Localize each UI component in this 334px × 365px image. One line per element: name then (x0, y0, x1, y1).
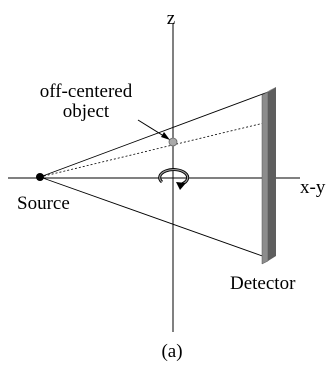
ray-top (39, 91, 269, 178)
object-pointer-line (137, 119, 168, 139)
off-centered-object (168, 137, 178, 147)
figure-caption: (a) (161, 341, 182, 362)
rotation-arrow-icon (158, 168, 190, 190)
detector-label: Detector (230, 273, 296, 294)
ray-bottom (39, 176, 269, 259)
object-pointer-arrowhead (161, 132, 170, 140)
object-label-line1: off-centered (40, 81, 133, 102)
ray-through-object (39, 121, 269, 178)
source-label: Source (17, 193, 70, 214)
detector-front-face (261, 91, 269, 265)
z-axis-label: z (167, 8, 175, 29)
xy-axis-label: x-y (300, 177, 326, 198)
source-point (36, 173, 44, 181)
object-label-line2: object (63, 101, 110, 122)
detector-side-face (268, 87, 276, 261)
